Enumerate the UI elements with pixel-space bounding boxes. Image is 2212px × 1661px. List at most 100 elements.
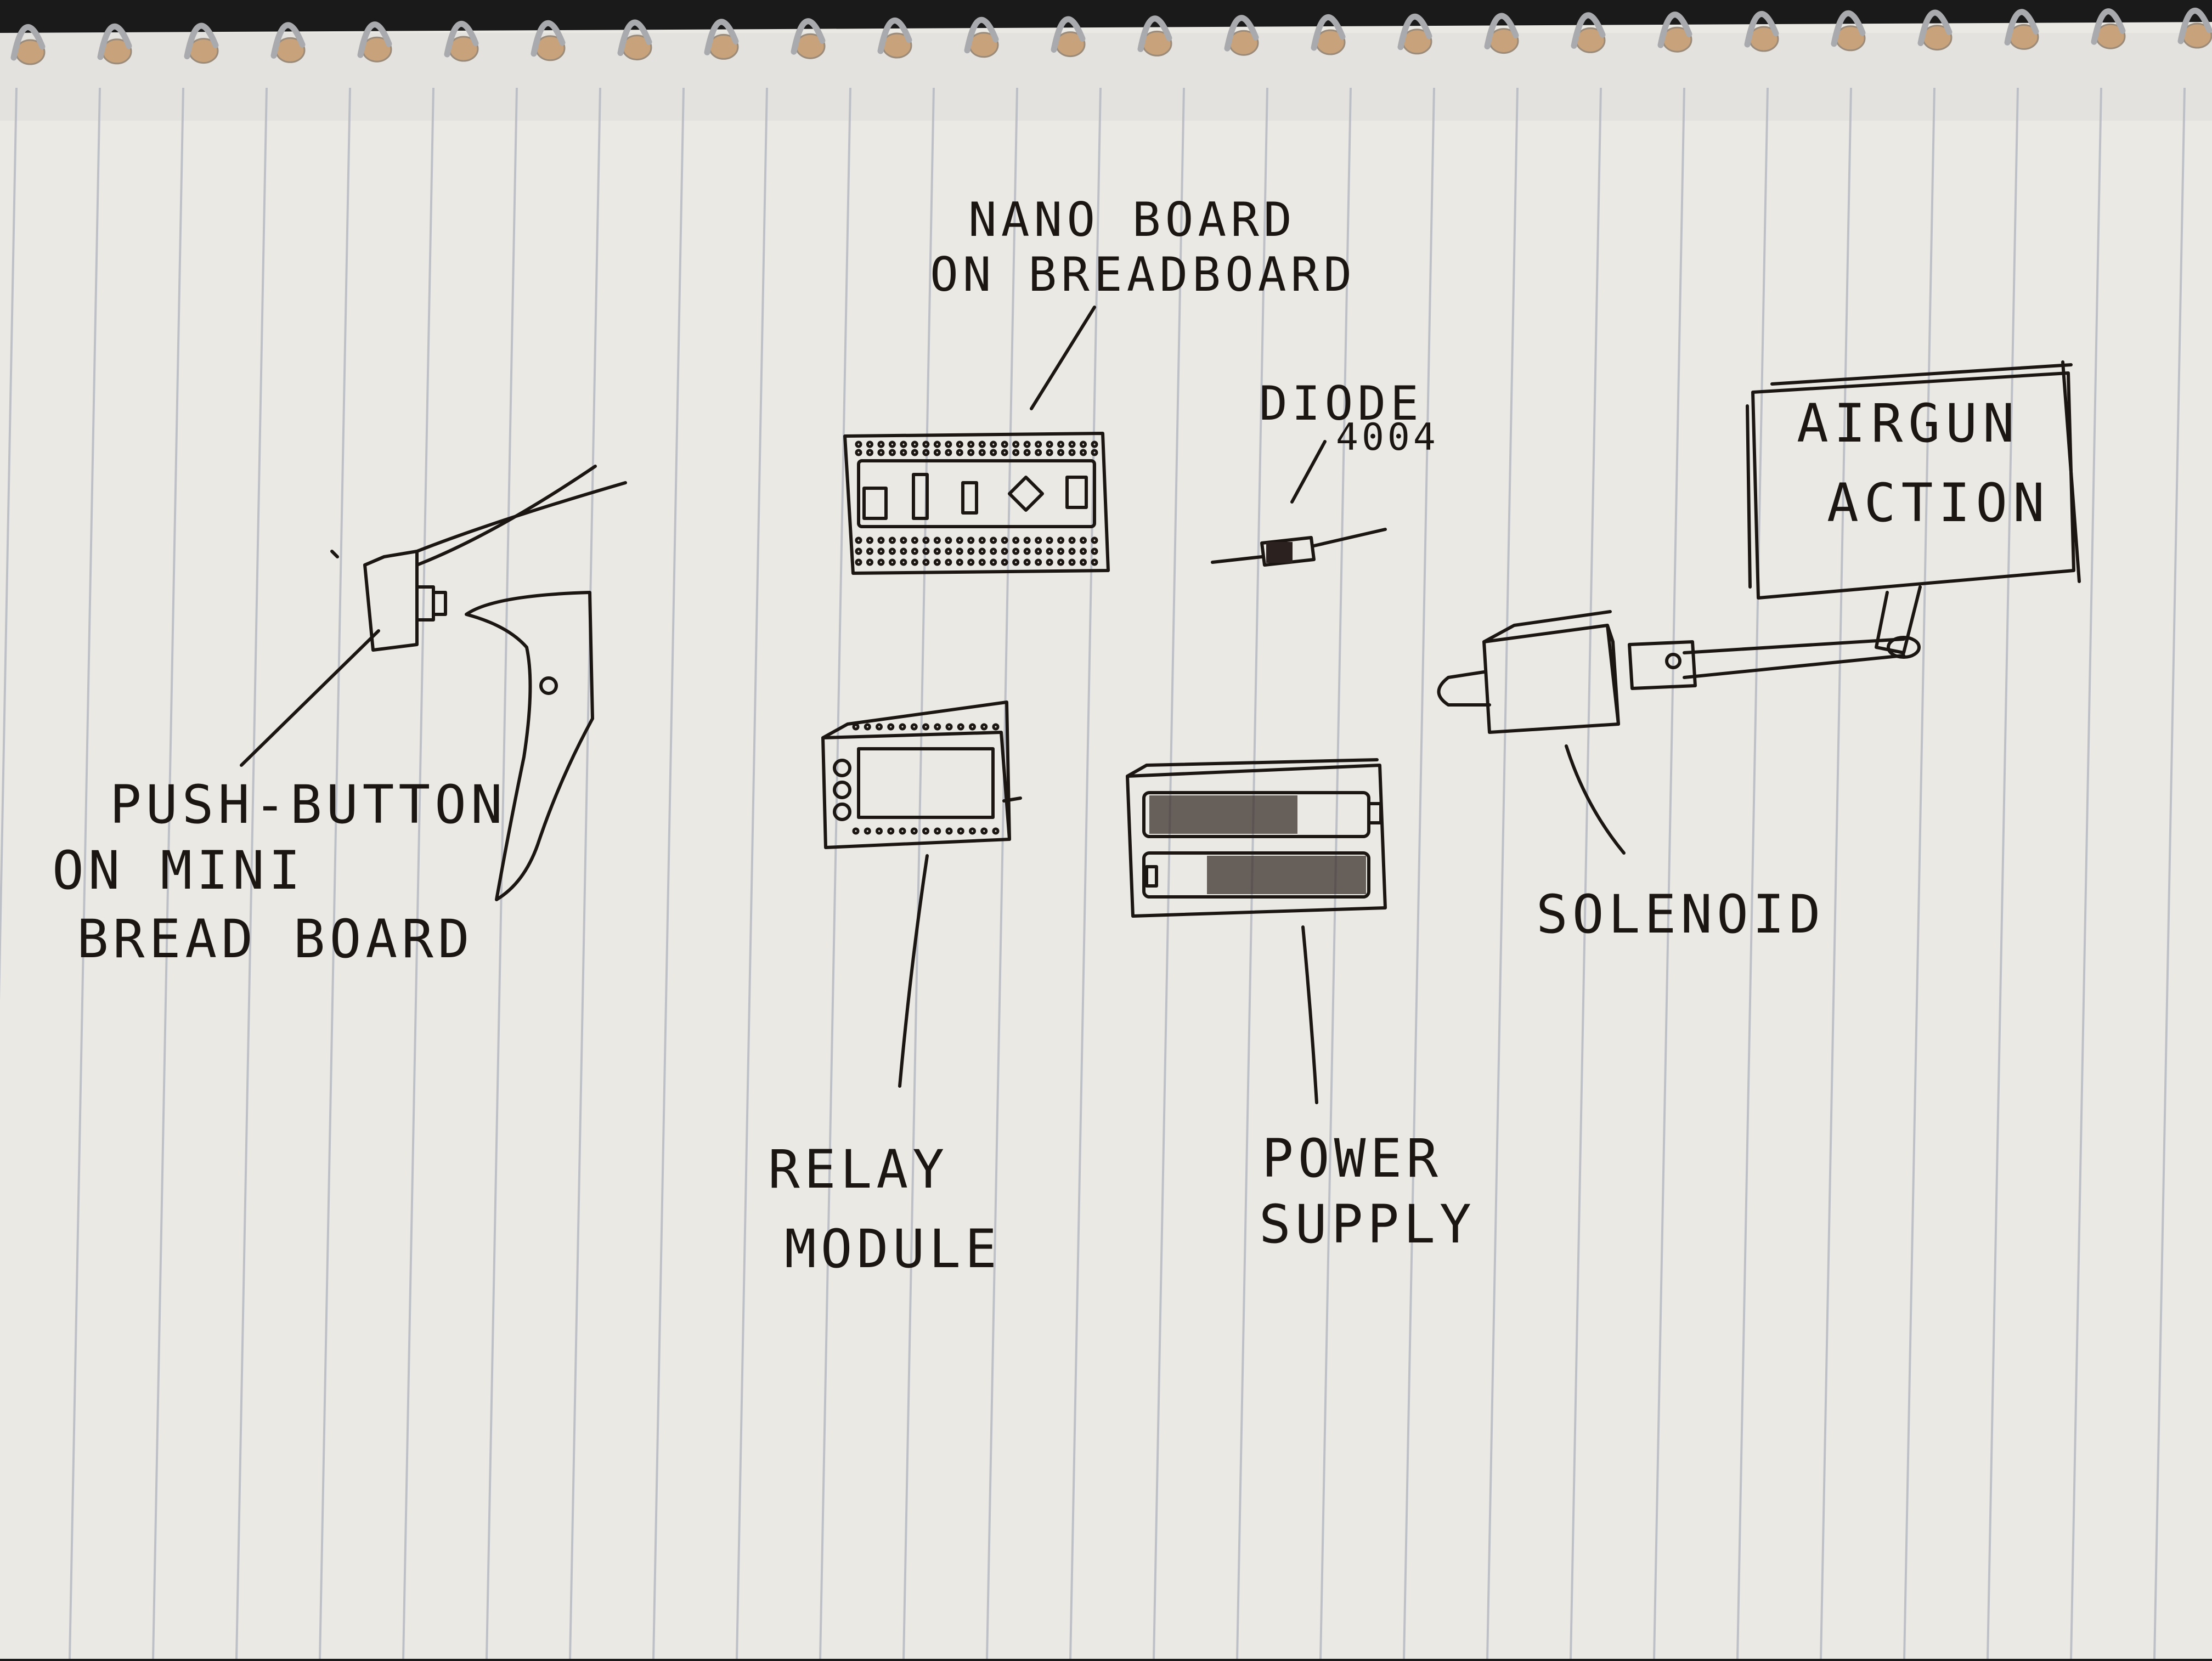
breadboard-hole — [922, 558, 930, 566]
spiral-coil — [2091, 8, 2126, 45]
rule-line — [1653, 87, 1685, 1659]
breadboard-hole — [1012, 558, 1020, 566]
breadboard-hole — [877, 558, 885, 566]
nano-board-label-line2: ON BREADBOARD — [930, 247, 1356, 302]
breadboard-hole — [900, 547, 907, 555]
breadboard-hole — [1035, 558, 1042, 566]
push-button-leader — [240, 629, 380, 767]
breadboard-hole — [967, 547, 975, 555]
rule-line — [1987, 87, 2019, 1659]
drawings — [240, 306, 2081, 1104]
breadboard-hole — [967, 440, 975, 448]
breadboard-hole — [978, 547, 986, 555]
rule-line — [902, 87, 935, 1659]
rule-line — [1570, 87, 1602, 1659]
breadboard-hole — [1001, 547, 1008, 555]
spiral-coil — [877, 18, 912, 54]
breadboard-hole — [1001, 440, 1008, 448]
breadboard-hole — [934, 723, 941, 731]
solenoid-drawing — [1437, 610, 1620, 734]
breadboard-hole — [956, 449, 963, 456]
breadboard-hole — [1046, 440, 1053, 448]
breadboard-hole — [852, 723, 860, 731]
airgun-action-label-line1: AIRGUN — [1797, 393, 2020, 454]
relay-module-label-line1: RELAY — [768, 1139, 949, 1200]
rule-line — [1820, 87, 1852, 1659]
breadboard-hole — [1068, 558, 1076, 566]
rule-line — [1153, 87, 1185, 1659]
breadboard-hole — [933, 449, 941, 456]
breadboard-hole — [1080, 558, 1087, 566]
breadboard-hole — [900, 536, 907, 544]
breadboard-hole — [1001, 536, 1008, 544]
rule-line — [402, 87, 435, 1659]
rule-lines — [0, 87, 2186, 1659]
nano-board-label-line1: NANO BOARD — [968, 193, 1296, 247]
breadboard-hole — [911, 547, 918, 555]
breadboard-hole — [933, 440, 941, 448]
breadboard-hole — [877, 547, 885, 555]
breadboard-hole — [980, 723, 988, 731]
breadboard-hole — [855, 547, 862, 555]
paper-shadow-top — [0, 33, 2212, 121]
rule-line — [2070, 87, 2102, 1659]
breadboard-hole — [866, 547, 873, 555]
breadboard-hole — [1035, 547, 1042, 555]
breadboard-hole — [945, 558, 952, 566]
breadboard-hole — [911, 449, 918, 456]
breadboard-hole — [1057, 536, 1065, 544]
breadboard-hole — [855, 449, 862, 456]
breadboard-hole — [910, 723, 918, 731]
spiral-coil — [791, 18, 826, 55]
breadboard-hole — [900, 449, 907, 456]
power-supply-label-line1: POWER — [1262, 1128, 1442, 1189]
rule-line — [569, 87, 601, 1659]
nano-board-leader — [1030, 306, 1096, 410]
rule-line — [2153, 87, 2186, 1659]
breadboard-hole — [1091, 558, 1098, 566]
spiral-binding — [10, 8, 2212, 65]
breadboard-hole — [967, 558, 975, 566]
breadboard-hole — [933, 558, 941, 566]
breadboard-hole — [864, 827, 871, 835]
breadboard-hole — [967, 449, 975, 456]
rule-line — [0, 87, 18, 1002]
breadboard-hole — [1035, 440, 1042, 448]
spiral-coil — [1917, 9, 1953, 47]
breadboard-hole — [945, 449, 952, 456]
breadboard-hole — [899, 827, 906, 835]
diode-drawing — [1211, 528, 1387, 567]
spiral-coil — [1224, 15, 1259, 52]
breadboard-hole — [980, 827, 988, 835]
breadboard-hole — [900, 440, 907, 448]
push-button-label-line3: BREAD BOARD — [77, 908, 474, 970]
diode-label-line1: DIODE — [1259, 376, 1423, 431]
breadboard-hole — [888, 449, 896, 456]
spiral-coil — [270, 22, 306, 59]
spiral-coil — [97, 23, 132, 60]
spiral-coil — [357, 21, 392, 58]
breadboard-hole — [1068, 536, 1076, 544]
breadboard-hole — [876, 827, 883, 835]
breadboard-hole — [945, 723, 953, 731]
breadboard-hole — [1057, 440, 1065, 448]
breadboard-hole — [945, 827, 953, 835]
spiral-coil — [2177, 8, 2212, 44]
breadboard-hole — [1001, 449, 1008, 456]
breadboard-hole — [1057, 449, 1065, 456]
breadboard-hole — [1091, 547, 1098, 555]
spiral-coil — [1571, 12, 1606, 49]
breadboard-hole — [1046, 558, 1053, 566]
push-button-drawing — [330, 465, 627, 652]
rule-line — [235, 87, 268, 1659]
breadboard-hole — [922, 723, 929, 731]
rule-line — [319, 87, 351, 1659]
spiral-coil — [1311, 14, 1346, 51]
breadboard-hole — [1080, 440, 1087, 448]
breadboard-hole — [1046, 547, 1053, 555]
breadboard-hole — [855, 558, 862, 566]
breadboard-hole — [1046, 449, 1053, 456]
push-button-label-line1: PUSH-BUTTON — [110, 774, 507, 835]
breadboard-hole — [852, 827, 860, 835]
